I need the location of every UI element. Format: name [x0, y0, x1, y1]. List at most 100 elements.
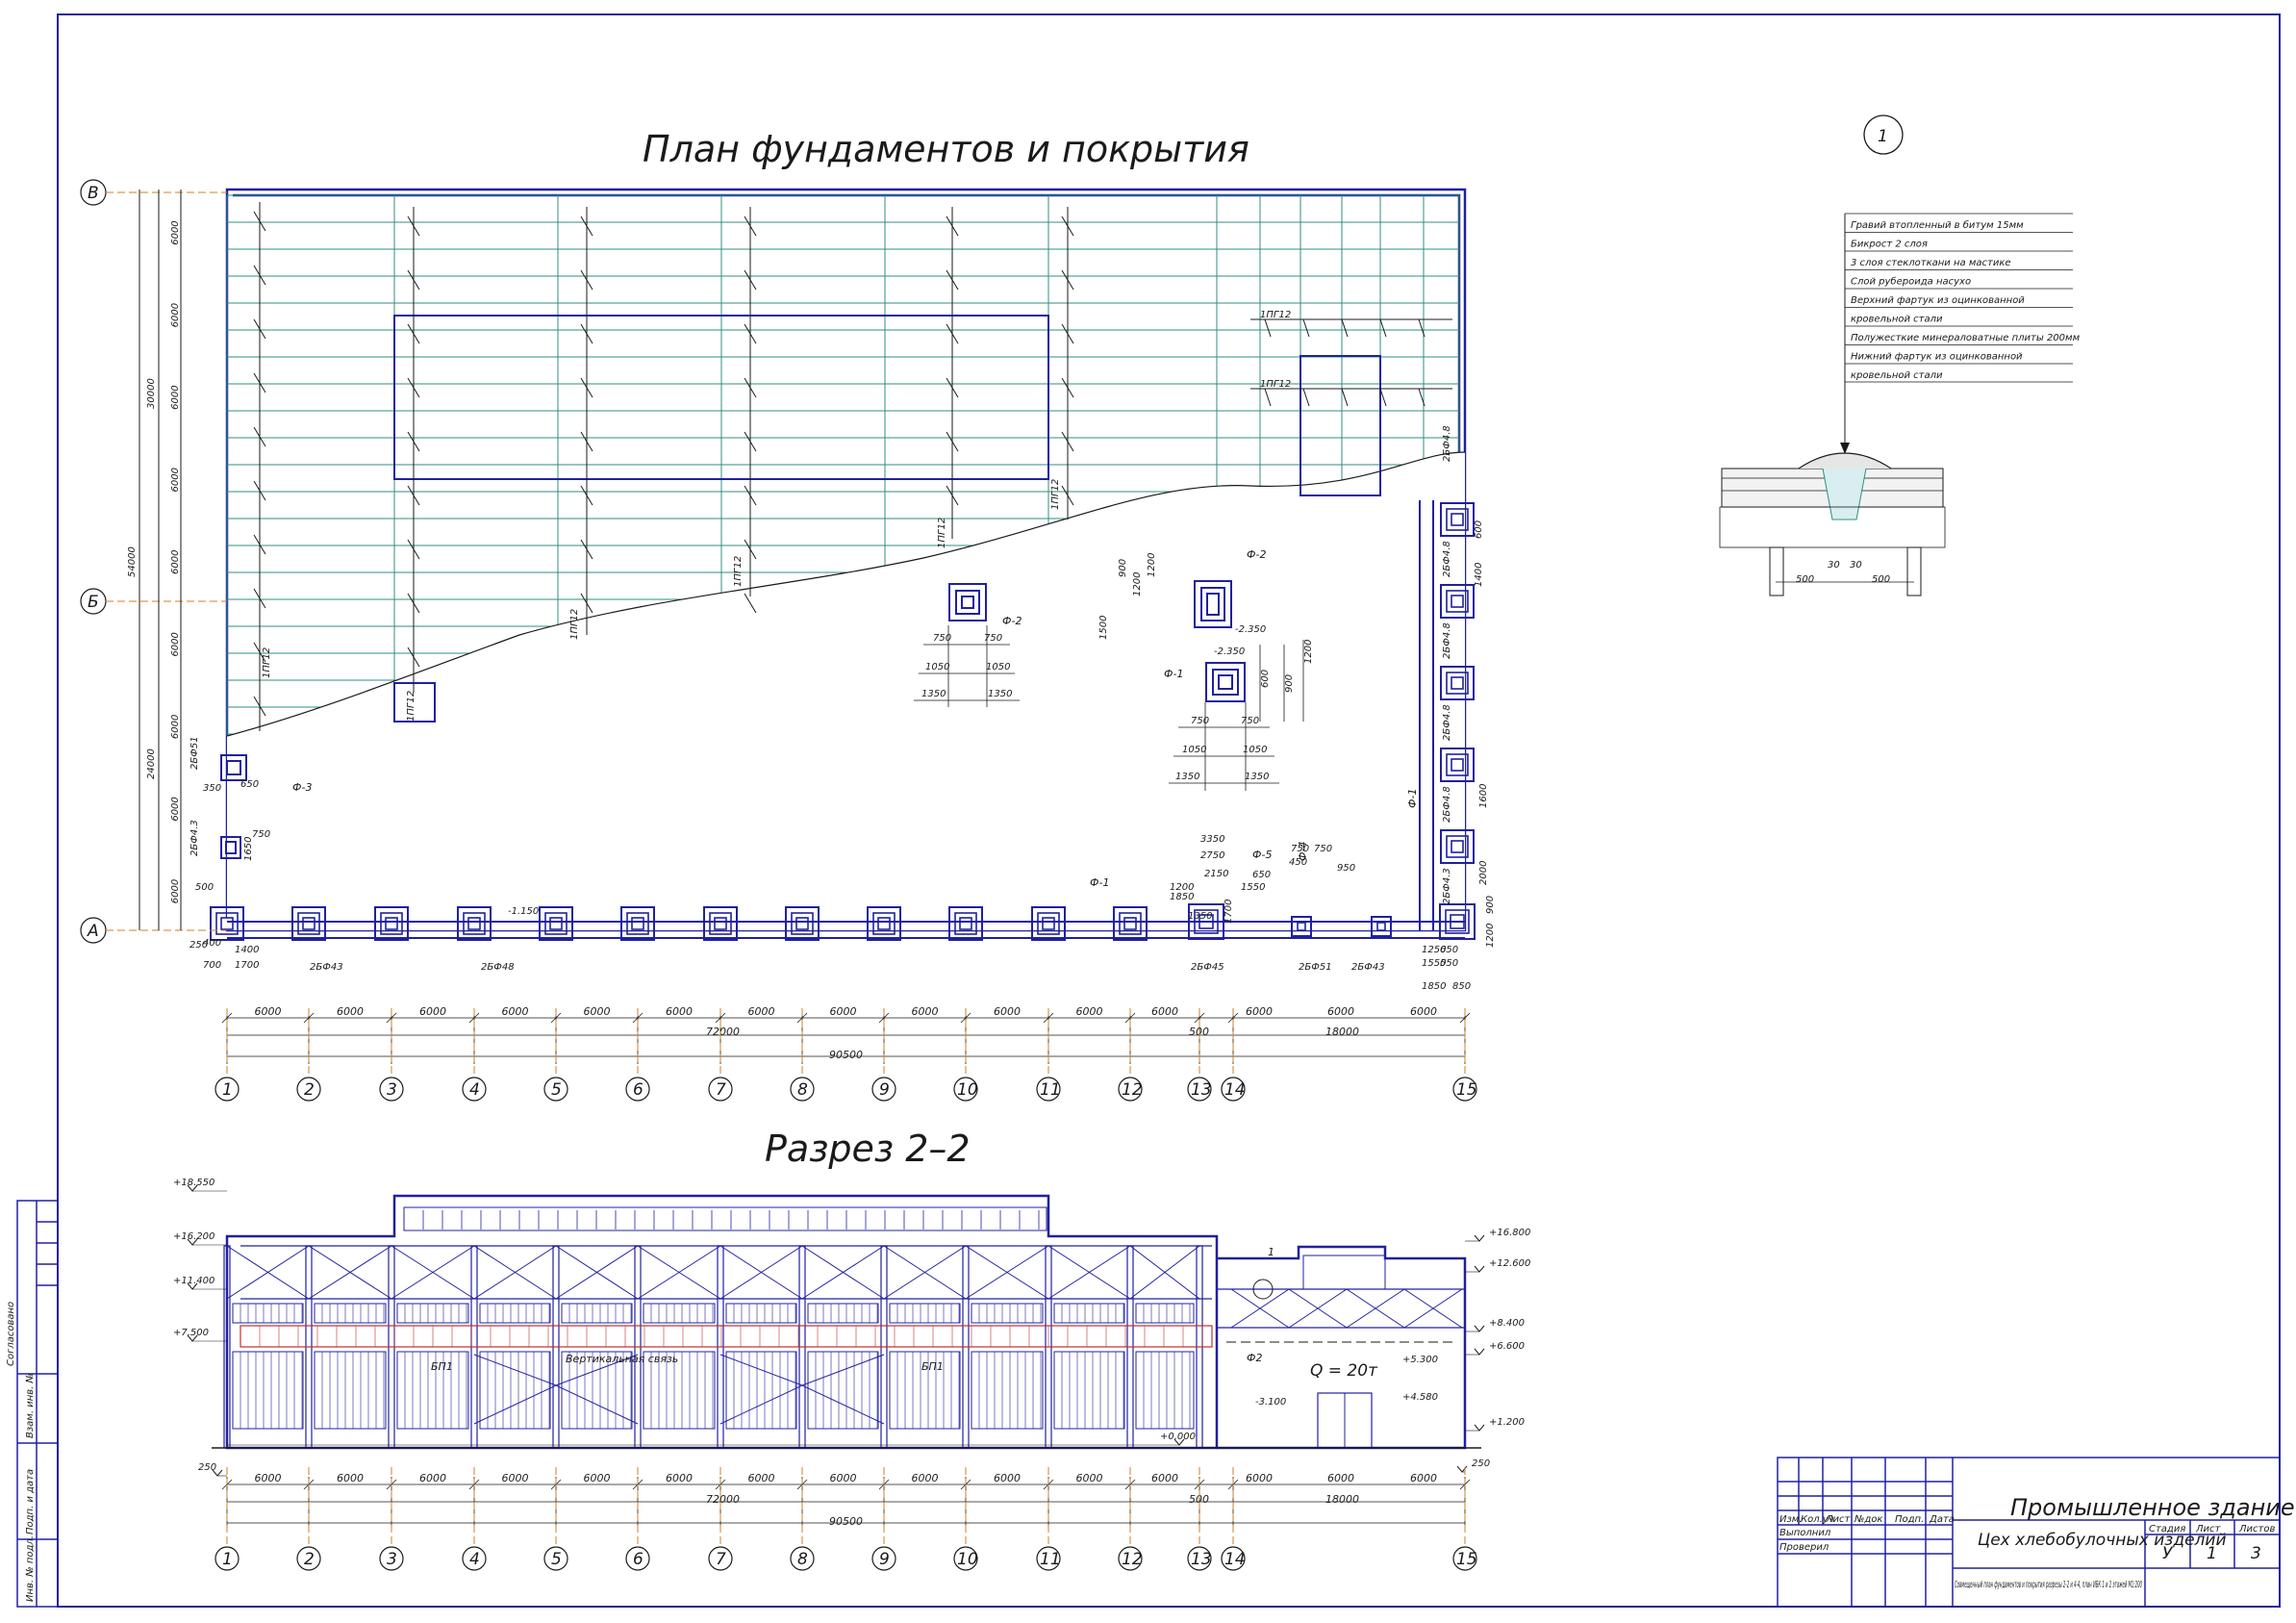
slab-tick [744, 269, 757, 291]
stamp-head: Подп. [1895, 1514, 1924, 1525]
f1-dim-lines [1169, 640, 1304, 791]
dim-text: 6000 [748, 1005, 775, 1018]
beam-label: 2БФ4.8 [1442, 786, 1452, 823]
layer-label: 3 слоя стеклоткани на мастике [1851, 258, 2011, 268]
side-label: Подп. и дата [25, 1469, 36, 1534]
foundation-mid [215, 912, 239, 935]
stamp-role: Проверил [1779, 1542, 1829, 1553]
left-dim-lines [139, 190, 182, 930]
dim-text: 950 [1337, 863, 1355, 874]
level-text: 250 [198, 1462, 216, 1473]
foundation-outer [867, 906, 901, 941]
dim-text: 6000 [170, 879, 181, 903]
axis-bubble [1187, 1077, 1212, 1102]
slab-tick [407, 269, 420, 291]
crane-capacity: Q = 20т [1310, 1361, 1378, 1381]
dim-text: 6000 [419, 1005, 446, 1018]
dim-total: 90500 [829, 1049, 863, 1061]
truss-brace [637, 1245, 721, 1300]
axis-bubble [871, 1546, 896, 1571]
detail-marker-text: 1 [1878, 127, 1888, 146]
axis-label: Б [88, 593, 99, 612]
dim-text: 1250 [1422, 945, 1446, 955]
axis-label: 7 [716, 1080, 726, 1100]
stamp-head: Кол.уч [1801, 1514, 1834, 1525]
window-band [1053, 1303, 1125, 1324]
dim-text: 6000 [337, 1472, 364, 1484]
axis-bubble [1036, 1546, 1061, 1571]
dim-text: 1400 [235, 945, 259, 955]
axis-label: 15 [1456, 1080, 1477, 1100]
foundation-label: Ф-4 [1297, 842, 1309, 861]
dim-text: 1400 [1474, 563, 1484, 587]
dim-tick [1194, 1012, 1205, 1024]
axis-bubble [625, 1546, 650, 1571]
dim-text: 6000 [666, 1005, 693, 1018]
level-text: +1.200 [1489, 1417, 1525, 1428]
beam-label: 2БФ4.3 [189, 820, 200, 856]
dim-text: 1550 [1241, 882, 1265, 893]
axis-label: 4 [469, 1550, 480, 1569]
foundation-mid [463, 912, 486, 935]
slab-tick [1418, 388, 1426, 407]
dim-text: 6000 [1246, 1472, 1273, 1484]
foundation-mid [791, 912, 814, 935]
level-text: +8.400 [1489, 1318, 1525, 1329]
slab-tick [1379, 318, 1387, 338]
window-band [889, 1303, 961, 1324]
layer-label: Верхний фартук из оцинкованной [1851, 295, 2025, 306]
slab-tick [744, 216, 757, 237]
axis-bubble [379, 1546, 404, 1571]
dim-text: 900 [1284, 674, 1295, 693]
axis-bubble [462, 1077, 487, 1102]
foundation-label: Ф-1 [1164, 668, 1183, 680]
axis-label: 3 [387, 1080, 397, 1100]
dim-text: 750 [1314, 844, 1332, 854]
foundation-inner [714, 917, 727, 930]
dim-text: 500 [195, 882, 214, 893]
axis-bubble [543, 1077, 568, 1102]
foundation-inner [1123, 917, 1137, 930]
axis-label: 13 [1191, 1080, 1212, 1100]
dim-text: 2000 [1478, 861, 1489, 885]
axis-label: 5 [551, 1550, 562, 1569]
dim-text: 400 [203, 938, 221, 949]
foundation-inner [302, 917, 315, 930]
title-block-heads: Изм. Кол.уч Лист №док Подп. Дата Выполни… [1779, 1514, 1955, 1553]
layer-label: Слой рубероида насухо [1851, 276, 1971, 288]
dim-tick [1043, 1012, 1054, 1024]
dim-text: 6000 [1151, 1005, 1178, 1018]
dim-text: 54000 [127, 546, 138, 577]
skylight-opening [393, 315, 1049, 480]
foundation-mid [1446, 672, 1469, 695]
dim-text: 1350 [1188, 911, 1212, 922]
axis-label: 14 [1224, 1550, 1246, 1569]
dim-text: 600 [1260, 670, 1271, 688]
dim-text: 6000 [830, 1472, 857, 1484]
window-band [1053, 1351, 1125, 1430]
foundation-outer [703, 906, 738, 941]
slab-tick [580, 269, 593, 291]
section-note: Вертикальная связь [566, 1353, 678, 1365]
truss-brace [801, 1245, 885, 1300]
lantern [403, 1206, 1047, 1231]
dim-text: 1050 [986, 662, 1010, 672]
slab-tick [253, 265, 266, 286]
foundation-mid [1446, 508, 1469, 531]
axis-bubble [953, 1546, 978, 1571]
vertical-bracing [719, 1354, 885, 1425]
axis-label: 8 [797, 1550, 808, 1569]
level-text: +11.400 [173, 1276, 214, 1286]
dim-text: 6000 [170, 632, 181, 656]
layer-label: Бикрост 2 слоя [1851, 240, 1928, 250]
slab-tick [1302, 318, 1310, 338]
truss-brace [391, 1245, 475, 1300]
slab-label: 1ПГ12 [733, 556, 744, 587]
slab-tick [580, 216, 593, 237]
slab-tick [744, 485, 757, 506]
level-text: +16.200 [173, 1231, 214, 1242]
dim-text: 1550 [1422, 958, 1446, 969]
window-band [232, 1351, 304, 1430]
foundation-outer [948, 906, 983, 941]
